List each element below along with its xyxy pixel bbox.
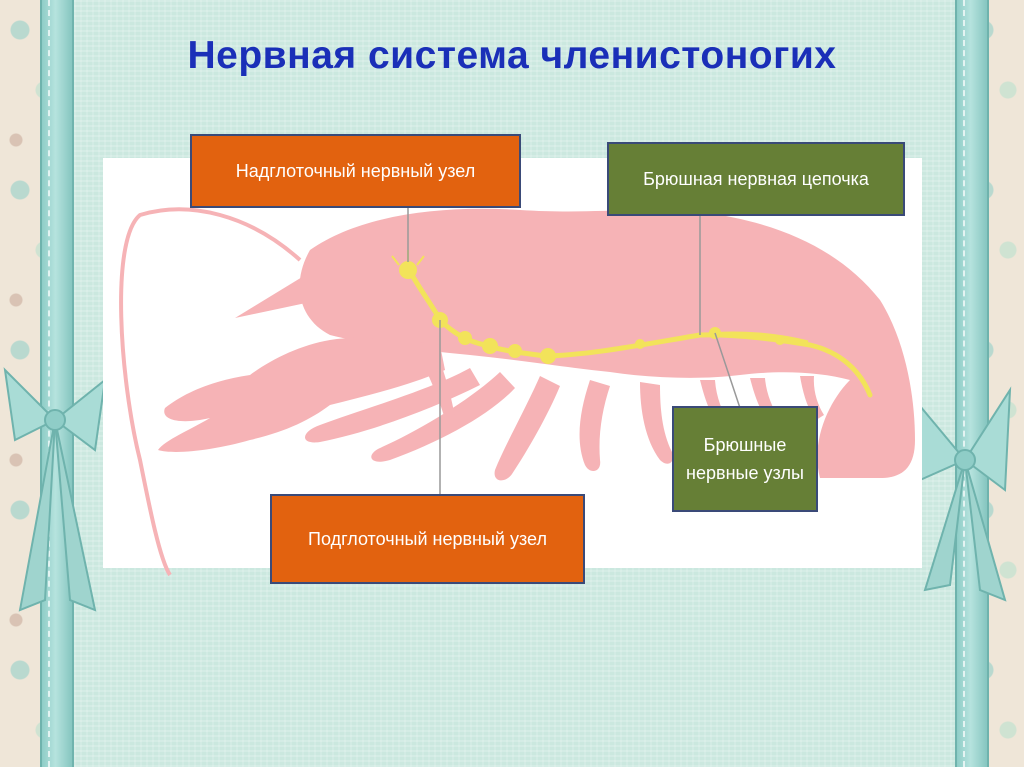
leg-4: [579, 380, 610, 472]
supraesophageal-ganglion: [399, 261, 417, 279]
label-text: Подглоточный нервный узел: [308, 529, 547, 549]
antenna: [119, 207, 302, 577]
ganglion: [635, 339, 645, 349]
leg-3: [494, 376, 560, 481]
ganglion: [540, 348, 556, 364]
label-ventral-nerve-chain: Брюшная нервная цепочка: [607, 142, 905, 216]
pointer-ventral-ganglia: [714, 332, 741, 409]
mouthparts: [420, 355, 455, 420]
ganglion: [458, 331, 472, 345]
label-ventral-ganglia: Брюшные нервные узлы: [672, 406, 818, 512]
slide-title: Нервная система членистоногих: [187, 34, 837, 77]
left-ribbon: [40, 0, 74, 767]
label-text: Надглоточный нервный узел: [235, 161, 476, 181]
label-subesophageal-ganglion: Подглоточный нервный узел: [270, 494, 585, 584]
label-supraesophageal-ganglion: Надглоточный нервный узел: [190, 134, 521, 208]
crayfish-body: [299, 208, 915, 478]
leg-5: [640, 382, 674, 464]
label-text: Брюшные нервные узлы: [686, 435, 804, 483]
swimmeret-3: [800, 376, 824, 420]
right-bow-icon: [913, 386, 1012, 602]
leg-2: [371, 372, 515, 462]
claw: [158, 337, 445, 452]
ganglion: [508, 344, 522, 358]
left-bow-icon: [3, 367, 107, 612]
label-text: Брюшная нервная цепочка: [643, 169, 869, 189]
ganglion: [482, 338, 498, 354]
ganglion: [775, 335, 785, 345]
right-ribbon: [955, 0, 989, 767]
